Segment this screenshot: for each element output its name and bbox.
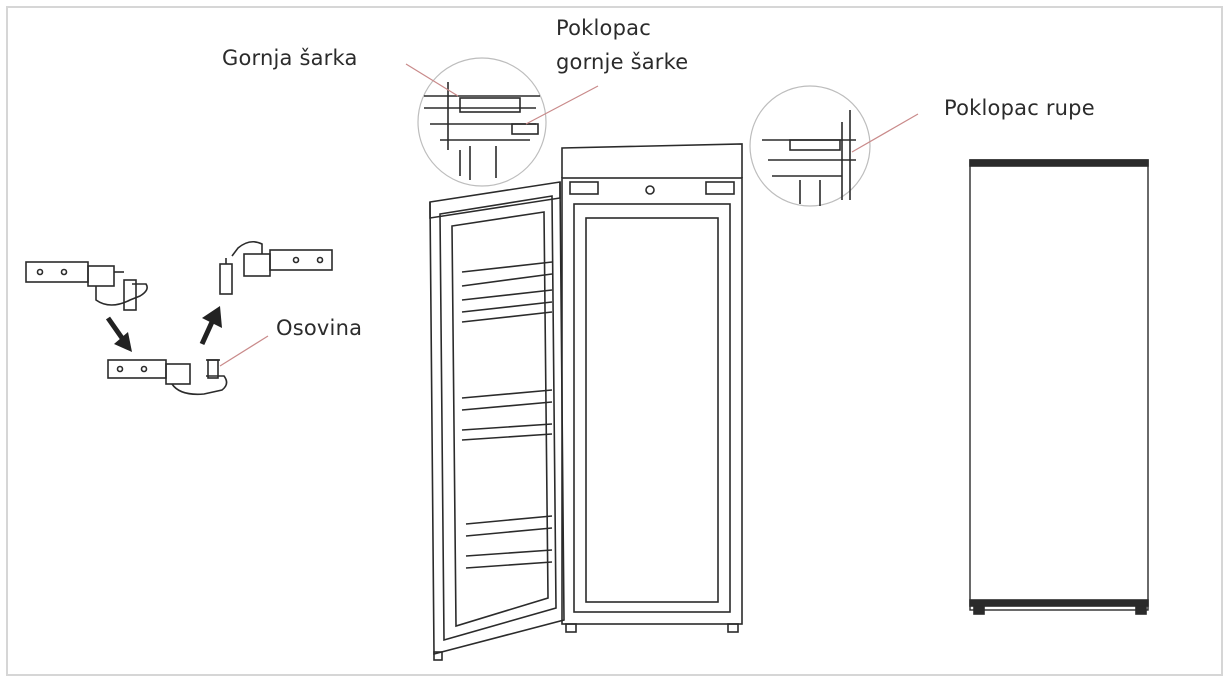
top-hinge-leader (405, 63, 459, 97)
pin-leader-line (219, 335, 269, 367)
freezer-closed (969, 159, 1149, 615)
label-top-hinge-cover-line2: gornje šarke (556, 50, 689, 74)
top-hinge-cover-leader (525, 85, 599, 125)
hinge-left-original (25, 261, 148, 311)
hinge-bottom-with-pin (107, 359, 228, 396)
hinge-right-flipped (219, 240, 333, 295)
freezer-open-door (429, 143, 743, 661)
zoom-top-hinge (417, 57, 547, 187)
zoom-hole-cover (749, 85, 871, 207)
label-hole-cover: Poklopac rupe (944, 96, 1095, 120)
label-top-hinge: Gornja šarka (222, 46, 358, 70)
label-pin: Osovina (276, 316, 363, 340)
hole-cover-leader (851, 113, 919, 153)
diagram-frame (6, 6, 1223, 676)
arrow-down-right-icon (105, 316, 132, 352)
arrow-up-right-icon (199, 306, 222, 346)
label-top-hinge-cover-line1: Poklopac (556, 16, 651, 40)
